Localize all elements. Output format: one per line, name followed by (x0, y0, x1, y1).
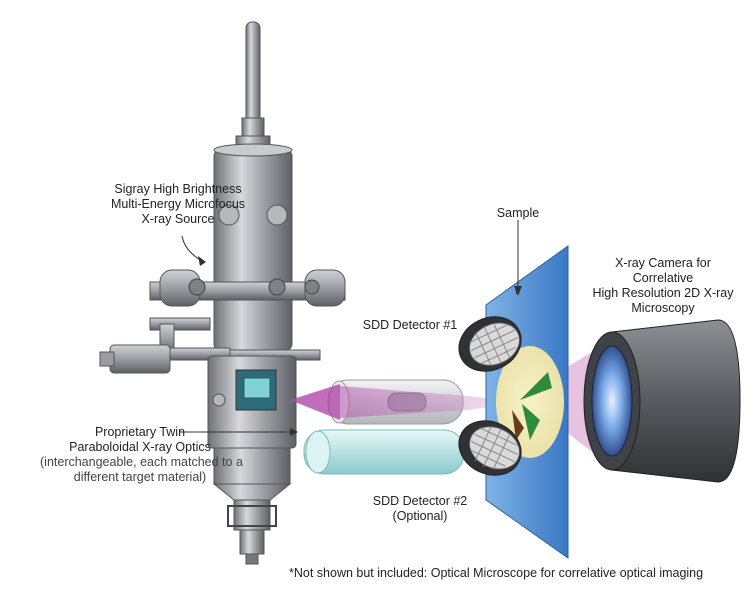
source-label: Sigray High Brightness Multi-Energy Micr… (88, 182, 268, 227)
source-label-line: Multi-Energy Microfocus (110, 197, 246, 211)
optics-label-line: Proprietary Twin (94, 425, 186, 439)
source-label-line: Sigray High Brightness (114, 182, 242, 196)
footnote: *Not shown but included: Optical Microsc… (289, 566, 704, 580)
sample-label: Sample (496, 206, 540, 220)
optics-cyan-tube (303, 429, 465, 475)
sample-plate (485, 245, 569, 559)
sdd2-label: SDD Detector #2 (Optional) (360, 494, 480, 524)
sdd2-label-line: SDD Detector #2 (372, 494, 468, 508)
sdd-detector-2 (458, 420, 522, 476)
camera-label: X-ray Camera for Correlative High Resolu… (568, 256, 753, 316)
camera-label-line: Correlative (632, 271, 694, 285)
optics-label-line: different target material) (73, 470, 207, 484)
xray-camera (583, 319, 741, 483)
sdd-detector-1 (458, 316, 522, 372)
xray-source (99, 21, 346, 565)
optics-label-line: (interchangeable, each matched to a (40, 455, 243, 469)
optics-label: Proprietary Twin Paraboloidal X-ray Opti… (40, 425, 243, 485)
camera-label-line: High Resolution 2D X-ray (592, 286, 734, 300)
optics-label-line: Paraboloidal X-ray Optics (69, 440, 211, 454)
camera-label-line: Microscopy (631, 301, 695, 315)
camera-label-line: X-ray Camera for (615, 256, 711, 270)
source-label-line: X-ray Source (141, 212, 215, 226)
sdd2-label-line: (Optional) (392, 509, 448, 523)
sdd1-label: SDD Detector #1 (362, 318, 458, 332)
